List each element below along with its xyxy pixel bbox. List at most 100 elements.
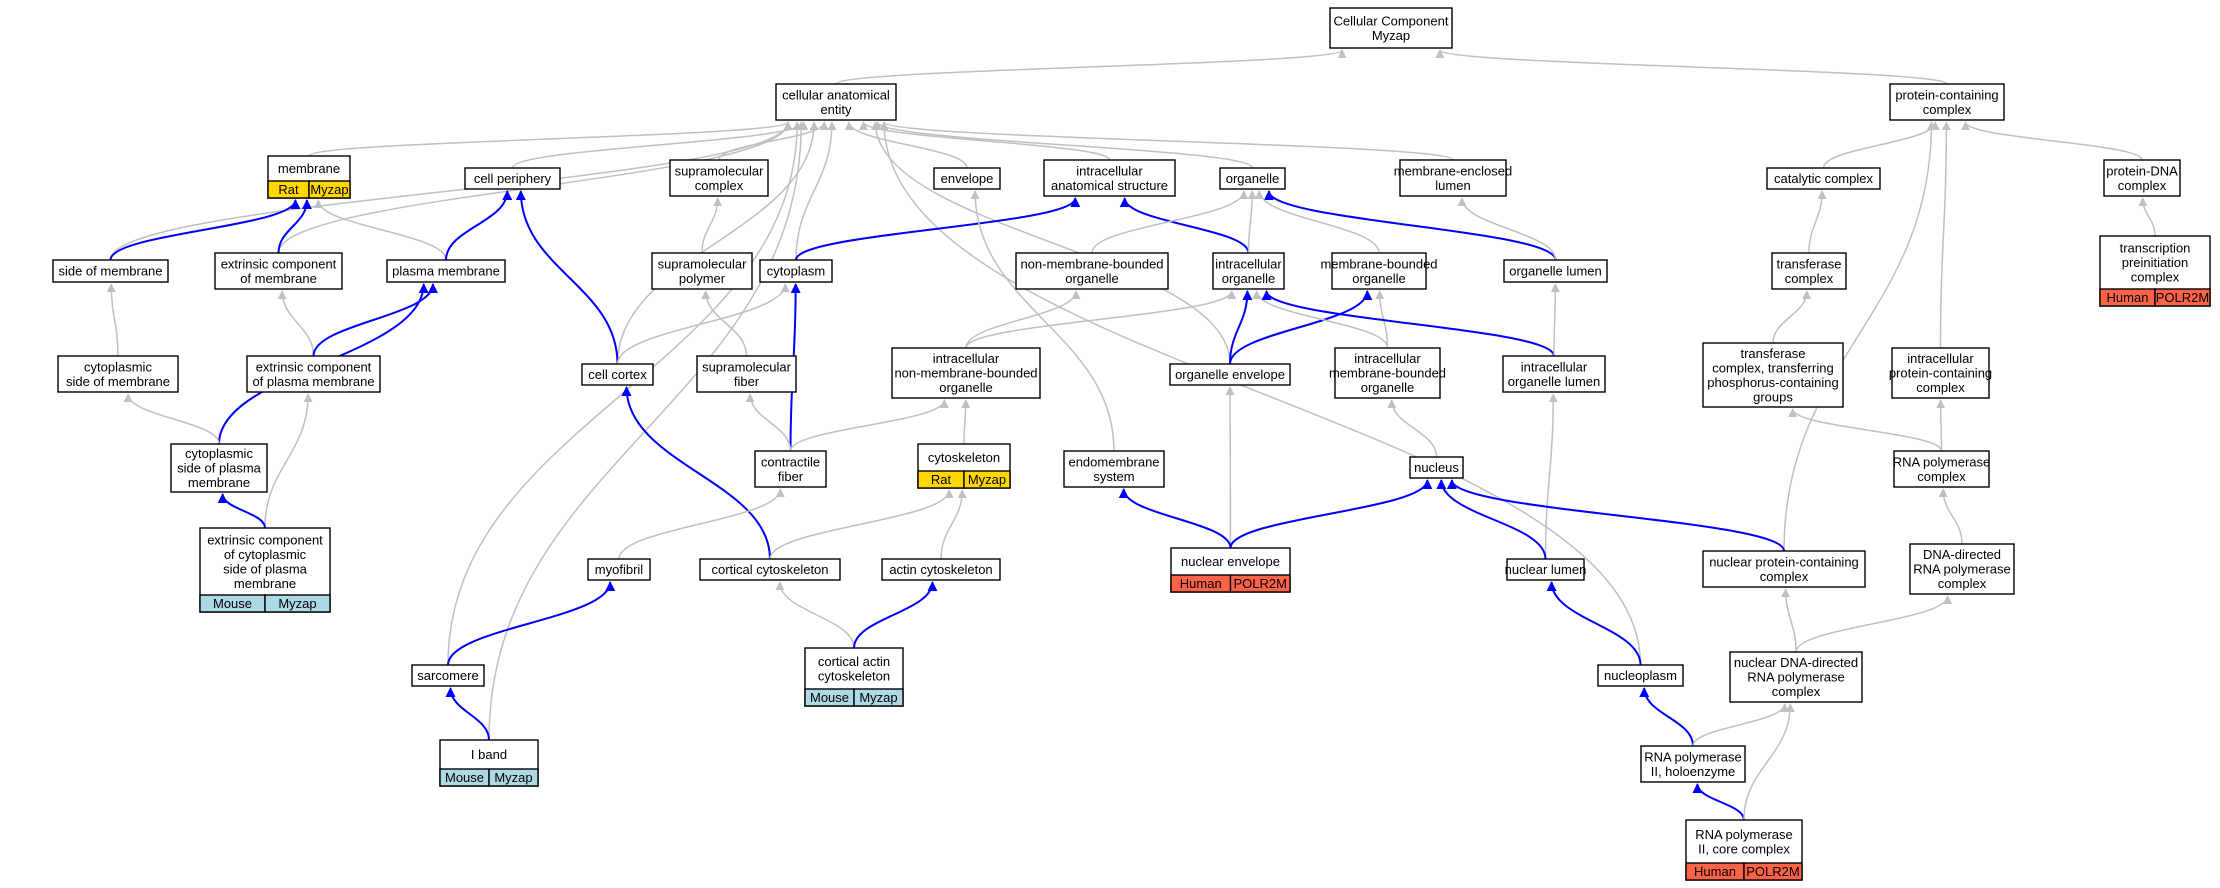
node-plasmamem[interactable]: plasma membrane <box>386 259 506 283</box>
node-label-line: transcription <box>2120 241 2191 256</box>
node-nucleoplasm[interactable]: nucleoplasm <box>1597 664 1684 687</box>
gene-label: Myzap <box>859 690 897 705</box>
node-label-line: organelle <box>939 380 993 395</box>
edge-cytoskeleton-to-inmbo <box>961 399 971 445</box>
edge-orglumen-to-mel <box>1457 197 1557 261</box>
node-nucleus[interactable]: nucleus <box>1409 456 1464 479</box>
node-label-line: DNA-directed <box>1923 547 2001 562</box>
node-label-line: extrinsic component <box>256 359 372 374</box>
edge-plasmamem-to-membrane <box>313 199 447 261</box>
node-box <box>1409 456 1464 479</box>
node-box <box>881 558 1001 581</box>
node-box <box>933 167 1001 190</box>
node-box <box>1169 363 1291 386</box>
edge-pdna-to-pcc <box>1961 121 2143 161</box>
gene-badge <box>1743 862 1803 881</box>
species-label: Human <box>2107 290 2149 305</box>
node-box <box>1891 347 1990 399</box>
node-inmbo[interactable]: intracellularnon-membrane-boundedorganel… <box>891 347 1041 399</box>
node-label-line: side of membrane <box>66 374 170 389</box>
node-box <box>1889 83 2005 121</box>
gene-label: Myzap <box>968 472 1006 487</box>
node-cellcortex[interactable]: cell cortex <box>581 363 654 386</box>
edge-rnap2core-to-rnap2holo <box>1692 783 1745 821</box>
edge-extcomppm-to-plasmamem <box>312 283 438 357</box>
species-label: Human <box>1180 576 1222 591</box>
node-label-line: of plasma membrane <box>252 374 374 389</box>
node-catcomplex[interactable]: catalytic complex <box>1766 167 1881 190</box>
node-orglumen[interactable]: organelle lumen <box>1503 259 1608 283</box>
edge-mbo-to-organelle <box>1254 190 1380 254</box>
node-myofibril[interactable]: myofibril <box>587 558 651 581</box>
node-label-line: non-membrane-bounded <box>1020 256 1163 271</box>
node-label-line: contractile <box>761 454 820 469</box>
node-label-line: myofibril <box>595 562 644 577</box>
node-actincyto[interactable]: actin cytoskeleton <box>881 558 1001 581</box>
node-box <box>1015 252 1169 290</box>
node-organelle[interactable]: organelle <box>1219 167 1286 190</box>
node-label-line: membrane-bounded <box>1329 366 1446 381</box>
node-sidemem[interactable]: side of membrane <box>52 259 169 283</box>
edge-rnap2holo-to-ndrnap <box>1692 703 1790 747</box>
edge-ddrnap-to-rnapc <box>1938 488 1963 545</box>
node-box <box>1766 167 1881 190</box>
node-label-line: extrinsic component <box>221 256 337 271</box>
node-label-line: complex <box>1916 380 1965 395</box>
node-orgenv[interactable]: organelle envelope <box>1169 363 1291 386</box>
node-sarcomere[interactable]: sarcomere <box>411 664 485 687</box>
node-box <box>1329 7 1453 49</box>
node-label-line: membrane-enclosed <box>1394 163 1513 178</box>
node-label-line: system <box>1093 469 1134 484</box>
node-cellper[interactable]: cell periphery <box>464 167 561 190</box>
node-nuclumen[interactable]: nuclear lumen <box>1505 558 1587 581</box>
node-label-line: complex <box>2131 270 2180 285</box>
gene-badge <box>853 688 904 707</box>
node-box <box>411 664 485 687</box>
node-envelope[interactable]: envelope <box>933 167 1001 190</box>
node-cytoplasm[interactable]: cytoplasm <box>759 259 833 283</box>
node-box <box>246 355 381 393</box>
node-label-line: cytoskeleton <box>928 450 1000 465</box>
gene-badge <box>2154 288 2211 307</box>
node-label-line: organelle envelope <box>1175 367 1285 382</box>
node-box <box>1909 543 2015 595</box>
node-cortcyto[interactable]: cortical cytoskeleton <box>699 558 841 581</box>
